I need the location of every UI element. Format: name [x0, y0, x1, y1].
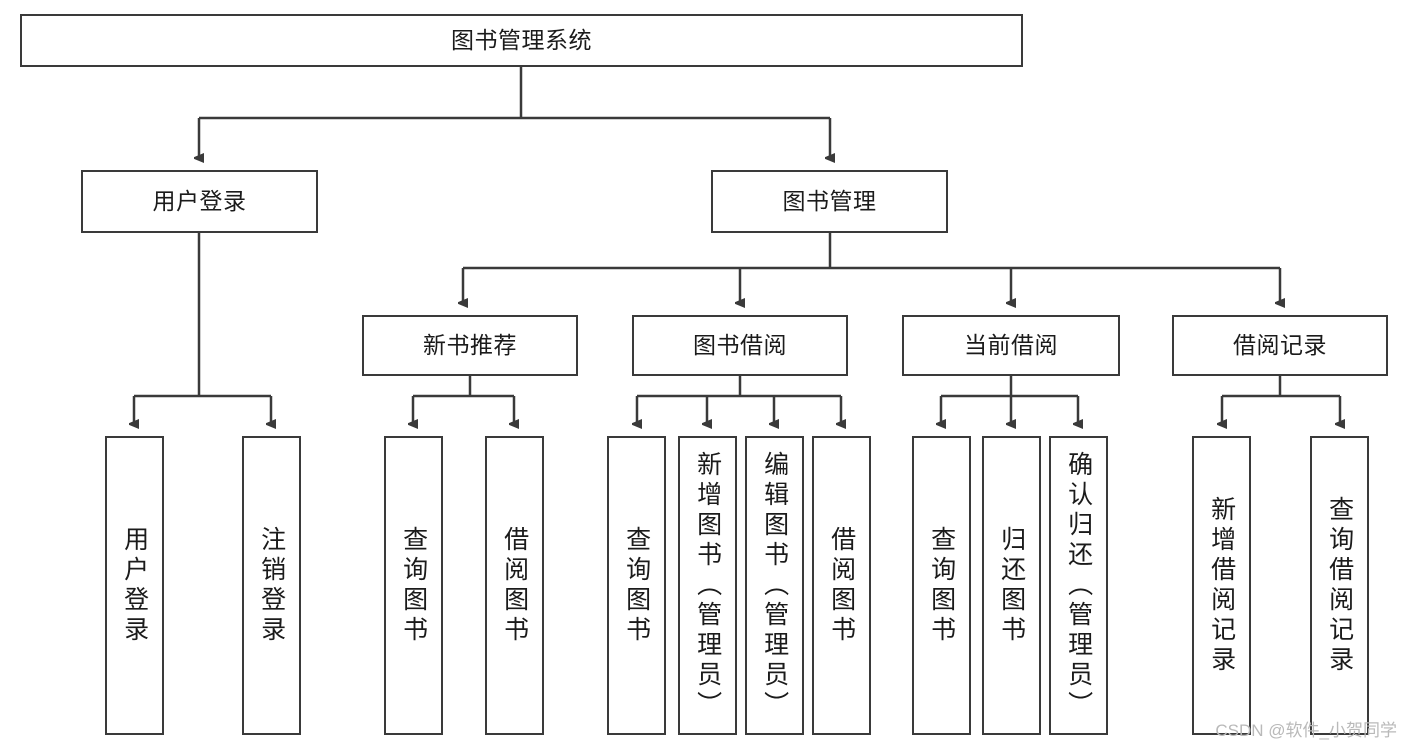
node-label: 用户登录: [152, 187, 247, 214]
leaf-record-query-record[interactable]: 查询借阅记录: [1310, 436, 1369, 735]
node-book-borrow[interactable]: 图书借阅: [632, 315, 848, 376]
leaf-borrow-query-book[interactable]: 查询图书: [607, 436, 666, 735]
node-label: 查询图书: [622, 525, 651, 646]
leaf-borrow-borrow-book[interactable]: 借阅图书: [812, 436, 871, 735]
leaf-user-login-signout[interactable]: 注销登录: [242, 436, 301, 735]
node-label: 编辑图书（管理员）: [760, 450, 789, 721]
node-label: 确认归还（管理员）: [1064, 450, 1093, 721]
node-label: 借阅记录: [1233, 331, 1327, 358]
node-label: 归还图书: [997, 525, 1026, 646]
node-label: 图书管理系统: [451, 26, 592, 53]
csdn-watermark: CSDN @软件_小贺同学: [1215, 721, 1397, 740]
node-label: 查询图书: [399, 525, 428, 646]
node-label: 注销登录: [257, 525, 286, 646]
node-label: 借阅图书: [827, 525, 856, 646]
leaf-recommend-borrow-book[interactable]: 借阅图书: [485, 436, 544, 735]
node-label: 新书推荐: [423, 331, 517, 358]
node-label: 图书管理: [782, 187, 877, 214]
node-label: 当前借阅: [964, 331, 1058, 358]
leaf-current-query-book[interactable]: 查询图书: [912, 436, 971, 735]
leaf-borrow-add-book-admin[interactable]: 新增图书（管理员）: [678, 436, 737, 735]
node-book-management[interactable]: 图书管理: [711, 170, 948, 233]
node-label: 查询图书: [927, 525, 956, 646]
leaf-current-confirm-return-admin[interactable]: 确认归还（管理员）: [1049, 436, 1108, 735]
leaf-borrow-edit-book-admin[interactable]: 编辑图书（管理员）: [745, 436, 804, 735]
node-label: 图书借阅: [693, 331, 787, 358]
node-label: 查询借阅记录: [1325, 495, 1354, 676]
node-label: 新增借阅记录: [1207, 495, 1236, 676]
node-root-system[interactable]: 图书管理系统: [20, 14, 1023, 67]
node-current-borrow[interactable]: 当前借阅: [902, 315, 1120, 376]
node-label: 用户登录: [120, 525, 149, 646]
node-new-book-recommend[interactable]: 新书推荐: [362, 315, 578, 376]
leaf-current-return-book[interactable]: 归还图书: [982, 436, 1041, 735]
node-user-login[interactable]: 用户登录: [81, 170, 318, 233]
node-label: 借阅图书: [500, 525, 529, 646]
leaf-recommend-query-book[interactable]: 查询图书: [384, 436, 443, 735]
leaf-user-login-signin[interactable]: 用户登录: [105, 436, 164, 735]
node-label: 新增图书（管理员）: [693, 450, 722, 721]
node-borrow-record[interactable]: 借阅记录: [1172, 315, 1388, 376]
leaf-record-add-record[interactable]: 新增借阅记录: [1192, 436, 1251, 735]
